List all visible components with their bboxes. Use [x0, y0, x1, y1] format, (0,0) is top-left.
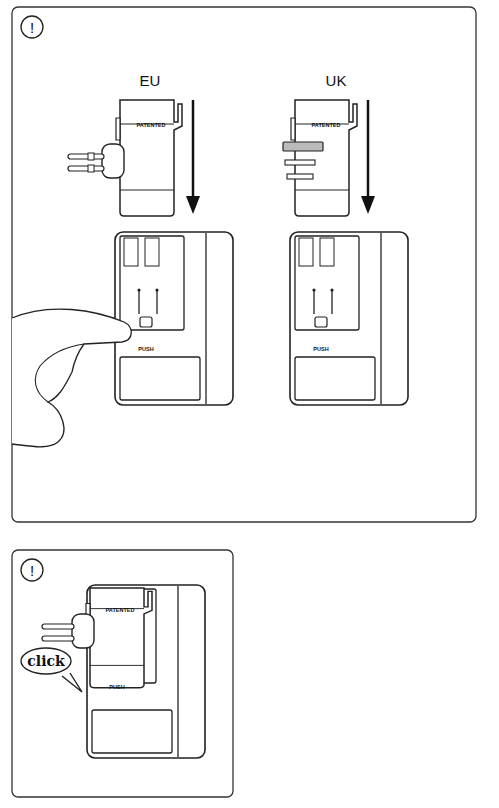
- plug-type-label: UK: [326, 73, 347, 88]
- warning-mark: !: [30, 563, 34, 578]
- panel-frame: [12, 7, 476, 522]
- adapter-marking: PATENTED: [106, 608, 135, 614]
- bubble-tail: [62, 673, 82, 692]
- warning-icon: !: [20, 558, 44, 582]
- button-marking: PUSH: [313, 347, 328, 353]
- uk-adapter: [283, 100, 357, 216]
- button-marking: PUSH: [109, 685, 124, 691]
- eu-adapter: [68, 100, 182, 216]
- insert-arrow: [361, 100, 375, 214]
- adapter-marking: PATENTED: [312, 123, 341, 129]
- sound-word: click: [27, 654, 64, 668]
- speech-bubble: click: [20, 647, 72, 675]
- insert-arrow: [186, 100, 200, 214]
- warning-mark: !: [30, 20, 34, 35]
- adapter-marking: PATENTED: [137, 123, 166, 129]
- finger-crease: [35, 344, 84, 402]
- icon-circle: [21, 559, 43, 581]
- bubble-ellipse: [21, 648, 71, 674]
- button-marking: PUSH: [138, 347, 153, 353]
- warning-icon: !: [20, 15, 44, 39]
- plug-type-label: EU: [140, 73, 161, 88]
- panel-frame: [12, 550, 233, 797]
- icon-circle: [21, 16, 43, 38]
- pressing-finger: [12, 309, 131, 447]
